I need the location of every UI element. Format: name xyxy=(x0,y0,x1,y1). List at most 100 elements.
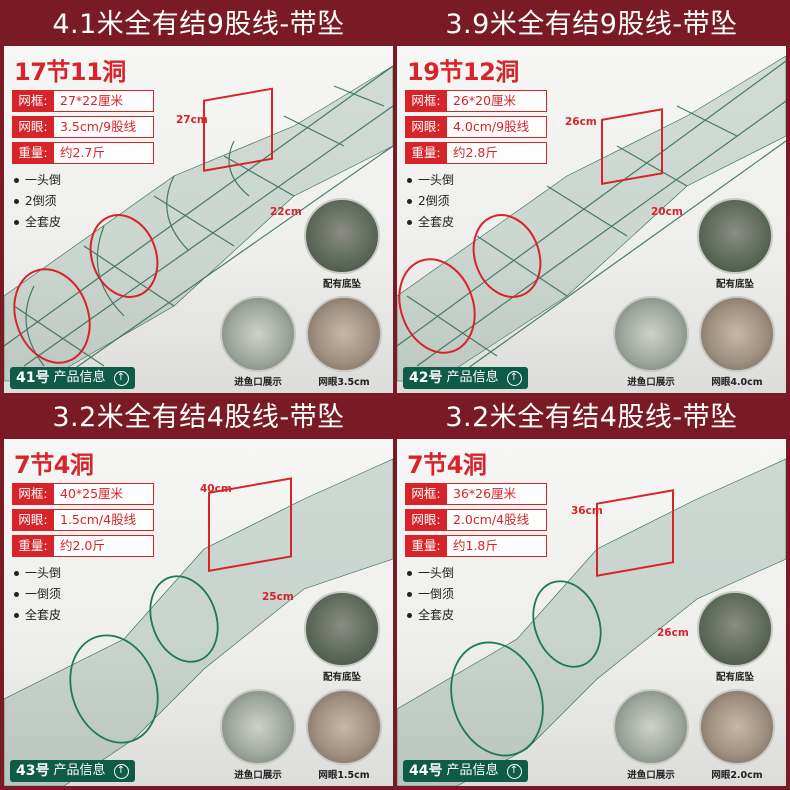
product-info-button[interactable]: 41号 产品信息 ↑ xyxy=(10,367,135,389)
spec-key: 网眼: xyxy=(405,116,447,138)
product-number: 43号 xyxy=(16,763,50,779)
bullet-icon xyxy=(14,199,19,204)
spec-weight: 重量:约1.8斤 xyxy=(405,535,547,557)
arrow-up-circle-icon: ↑ xyxy=(113,763,129,779)
feature-item: 全套皮 xyxy=(407,212,454,233)
mesh-label: 网眼3.5cm xyxy=(318,377,370,388)
feature-item: 一头倒 xyxy=(407,170,454,191)
entrance-label: 进鱼口展示 xyxy=(627,377,675,388)
bullet-icon xyxy=(407,178,412,183)
bottom-weight-label: 配有底坠 xyxy=(322,279,361,290)
product-photo: 17节11洞 网框:27*22厘米 网眼:3.5cm/9股线 重量:约2.7斤 … xyxy=(4,46,393,393)
arrow-up-circle-icon: ↑ xyxy=(506,763,522,779)
spec-value: 4.0cm/9股线 xyxy=(447,116,547,138)
product-panel-41[interactable]: 4.1米全有结9股线-带坠 17节11洞 网框:27*22 xyxy=(4,4,393,393)
panel-title: 3.2米全有结4股线-带坠 xyxy=(397,397,786,439)
section-count: 19节12洞 xyxy=(407,58,519,86)
feature-item: 一头倒 xyxy=(14,563,61,584)
spec-key: 网眼: xyxy=(12,116,54,138)
spec-key: 重量: xyxy=(405,535,447,557)
spec-list: 网框:26*20厘米 网眼:4.0cm/9股线 重量:约2.8斤 xyxy=(405,90,547,168)
product-photo: 7节4洞 网框:40*25厘米 网眼:1.5cm/4股线 重量:约2.0斤 一头… xyxy=(4,439,393,786)
product-panel-44[interactable]: 3.2米全有结4股线-带坠 7节4洞 网框:36*26厘米 网眼:2.0cm/4… xyxy=(397,397,786,786)
spec-value: 1.5cm/4股线 xyxy=(54,509,154,531)
product-info-button[interactable]: 42号 产品信息 ↑ xyxy=(403,367,528,389)
product-panel-42[interactable]: 3.9米全有结9股线-带坠 19节12洞 网框:26*20厘米 xyxy=(397,4,786,393)
panel-title: 3.9米全有结9股线-带坠 xyxy=(397,4,786,46)
bullet-icon xyxy=(407,220,412,225)
spec-frame: 网框:26*20厘米 xyxy=(405,90,547,112)
bottom-weight-label: 配有底坠 xyxy=(322,672,361,683)
bullet-icon xyxy=(14,220,19,225)
feature-item: 全套皮 xyxy=(14,212,61,233)
spec-key: 网框: xyxy=(12,483,54,505)
feature-label: 一倒须 xyxy=(25,587,62,601)
feature-item: 2倒须 xyxy=(407,191,454,212)
bottom-weight-photo[interactable] xyxy=(304,198,380,274)
spec-value: 3.5cm/9股线 xyxy=(54,116,154,138)
spec-value: 约1.8斤 xyxy=(447,535,547,557)
mesh-photo[interactable] xyxy=(306,689,382,765)
bottom-weight-photo[interactable] xyxy=(697,591,773,667)
feature-item: 一头倒 xyxy=(407,563,454,584)
bullet-icon xyxy=(14,571,19,576)
dimension-width: 27cm xyxy=(176,114,208,126)
bottom-weight-label: 配有底坠 xyxy=(715,672,754,683)
fish-net-illustration xyxy=(4,65,393,382)
feature-item: 全套皮 xyxy=(14,605,61,626)
spec-key: 重量: xyxy=(12,535,54,557)
feature-label: 全套皮 xyxy=(418,215,455,229)
spec-list: 网框:27*22厘米 网眼:3.5cm/9股线 重量:约2.7斤 xyxy=(12,90,154,168)
feature-label: 全套皮 xyxy=(25,215,62,229)
fish-net-illustration xyxy=(397,55,786,382)
spec-weight: 重量:约2.7斤 xyxy=(12,142,154,164)
feature-list: 一头倒 一倒须 全套皮 xyxy=(14,563,61,626)
entrance-photo[interactable] xyxy=(220,689,296,765)
spec-key: 网框: xyxy=(405,90,447,112)
arrow-up-circle-icon: ↑ xyxy=(113,370,129,386)
fish-net-illustration xyxy=(4,458,393,786)
spec-value: 约2.7斤 xyxy=(54,142,154,164)
product-number: 42号 xyxy=(409,370,443,386)
product-info-button[interactable]: 44号 产品信息 ↑ xyxy=(403,760,528,782)
spec-list: 网框:36*26厘米 网眼:2.0cm/4股线 重量:约1.8斤 xyxy=(405,483,547,561)
entrance-label: 进鱼口展示 xyxy=(234,377,282,388)
product-photo: 7节4洞 网框:36*26厘米 网眼:2.0cm/4股线 重量:约1.8斤 一头… xyxy=(397,439,786,786)
dimension-width: 40cm xyxy=(200,483,232,495)
mesh-photo[interactable] xyxy=(306,296,382,372)
spec-mesh: 网眼:2.0cm/4股线 xyxy=(405,509,547,531)
entrance-photo[interactable] xyxy=(613,689,689,765)
spec-value: 26*20厘米 xyxy=(447,90,547,112)
dimension-height: 22cm xyxy=(270,206,302,218)
product-info-button[interactable]: 43号 产品信息 ↑ xyxy=(10,760,135,782)
panel-title: 3.2米全有结4股线-带坠 xyxy=(4,397,393,439)
fish-net-illustration xyxy=(397,458,786,786)
bullet-icon xyxy=(407,613,412,618)
mesh-photo[interactable] xyxy=(699,689,775,765)
feature-item: 2倒须 xyxy=(14,191,61,212)
product-panel-43[interactable]: 3.2米全有结4股线-带坠 7节4洞 网框:40*25厘米 网眼:1.5cm/4… xyxy=(4,397,393,786)
spec-mesh: 网眼:3.5cm/9股线 xyxy=(12,116,154,138)
product-number: 44号 xyxy=(409,763,443,779)
spec-key: 重量: xyxy=(405,142,447,164)
spec-value: 36*26厘米 xyxy=(447,483,547,505)
spec-key: 网眼: xyxy=(12,509,54,531)
dimension-width: 26cm xyxy=(565,116,597,128)
product-photo: 19节12洞 网框:26*20厘米 网眼:4.0cm/9股线 重量:约2.8斤 … xyxy=(397,46,786,393)
mesh-label: 网眼1.5cm xyxy=(318,770,370,781)
panel-title: 4.1米全有结9股线-带坠 xyxy=(4,4,393,46)
spec-list: 网框:40*25厘米 网眼:1.5cm/4股线 重量:约2.0斤 xyxy=(12,483,154,561)
product-info-label: 产品信息 xyxy=(446,370,499,385)
dimension-height: 25cm xyxy=(262,591,294,603)
spec-frame: 网框:36*26厘米 xyxy=(405,483,547,505)
dimension-width: 36cm xyxy=(571,505,603,517)
entrance-photo[interactable] xyxy=(613,296,689,372)
spec-weight: 重量:约2.0斤 xyxy=(12,535,154,557)
mesh-photo[interactable] xyxy=(699,296,775,372)
bottom-weight-photo[interactable] xyxy=(697,198,773,274)
section-count: 7节4洞 xyxy=(14,451,94,479)
bottom-weight-photo[interactable] xyxy=(304,591,380,667)
entrance-photo[interactable] xyxy=(220,296,296,372)
bullet-icon xyxy=(14,613,19,618)
